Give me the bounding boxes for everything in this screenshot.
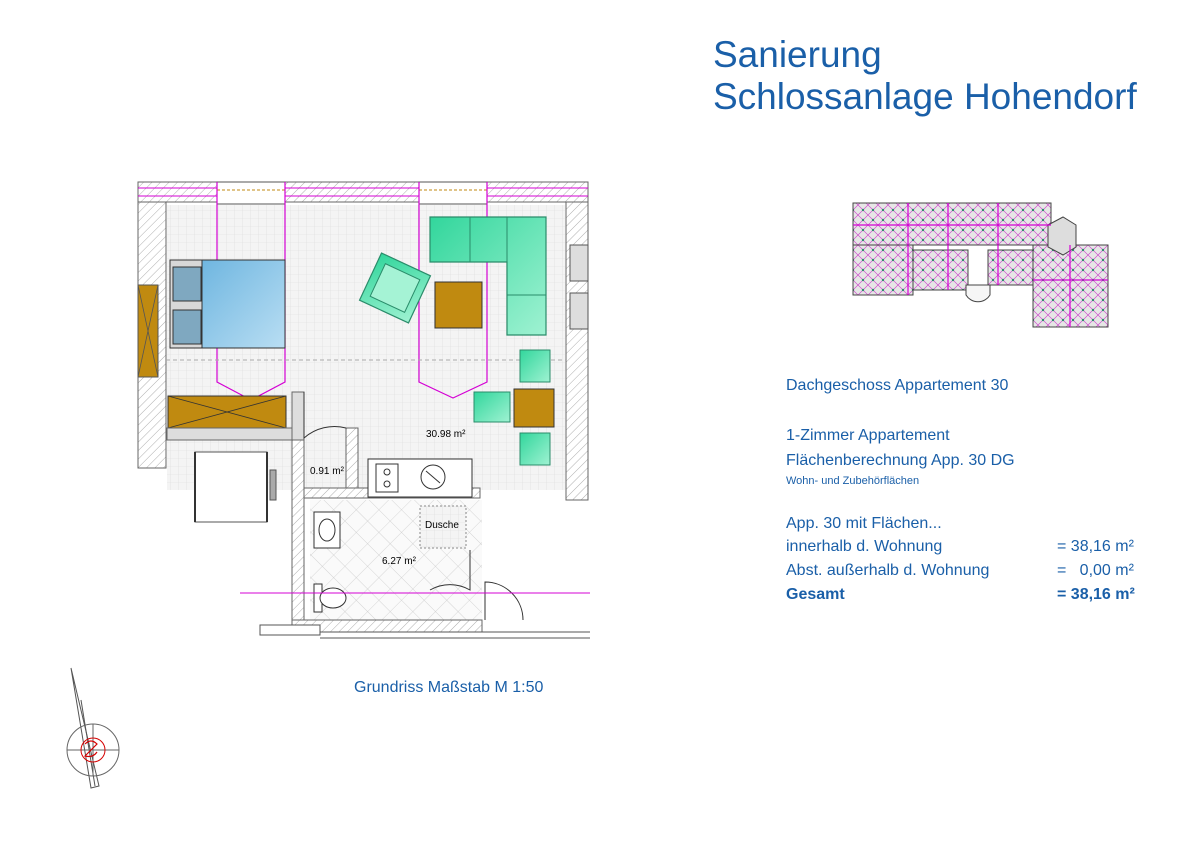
area-row-value: = 38,16 m² (1057, 586, 1135, 603)
apartment-heading: Dachgeschoss Appartement 30 (786, 377, 1009, 394)
area-row-label: Abst. außerhalb d. Wohnung (786, 562, 990, 579)
coffee-table (434, 281, 483, 329)
area-row-total: Gesamt = 38,16 m² (786, 586, 1166, 610)
apartment-type: 1-Zimmer Appartement (786, 427, 950, 444)
area-row-outside: Abst. außerhalb d. Wohnung = 0,00 m² (786, 562, 1166, 586)
area-row-label: innerhalb d. Wohnung (786, 538, 943, 555)
title-line-2: Schlossanlage Hohendorf (713, 76, 1137, 117)
page-title: Sanierung Schlossanlage Hohendorf (713, 34, 1137, 118)
washbasin (313, 511, 341, 549)
area-intro: App. 30 mit Flächen... (786, 515, 942, 532)
dining-table (513, 388, 555, 428)
armchair (358, 252, 432, 324)
room-hall-area: 0.91 m² (310, 466, 345, 477)
room-bath-area: 6.27 m² (382, 556, 417, 567)
area-row-value: = 38,16 m² (1057, 538, 1134, 555)
shower-label: Dusche (425, 520, 459, 531)
shower (419, 505, 467, 549)
room-main-area: 30.98 m² (426, 429, 466, 440)
area-row-value: = 0,00 m² (1057, 562, 1134, 579)
area-calc-title: Flächenberechnung App. 30 DG (786, 452, 1015, 469)
floor-plan-drawing: 30.98 m² 0.91 m² 6.27 m² Dusche (137, 181, 590, 639)
title-line-1: Sanierung (713, 34, 882, 75)
area-row-inside: innerhalb d. Wohnung = 38,16 m² (786, 538, 1166, 562)
area-table: innerhalb d. Wohnung = 38,16 m² Abst. au… (786, 538, 1166, 610)
building-site-plan (852, 202, 1109, 328)
sofa (429, 216, 547, 336)
area-row-label: Gesamt (786, 586, 845, 603)
north-arrow-icon (66, 667, 120, 789)
area-calc-subtitle: Wohn- und Zubehörflächen (786, 475, 920, 487)
plan-caption: Grundriss Maßstab M 1:50 (354, 679, 544, 696)
bed (169, 259, 286, 349)
